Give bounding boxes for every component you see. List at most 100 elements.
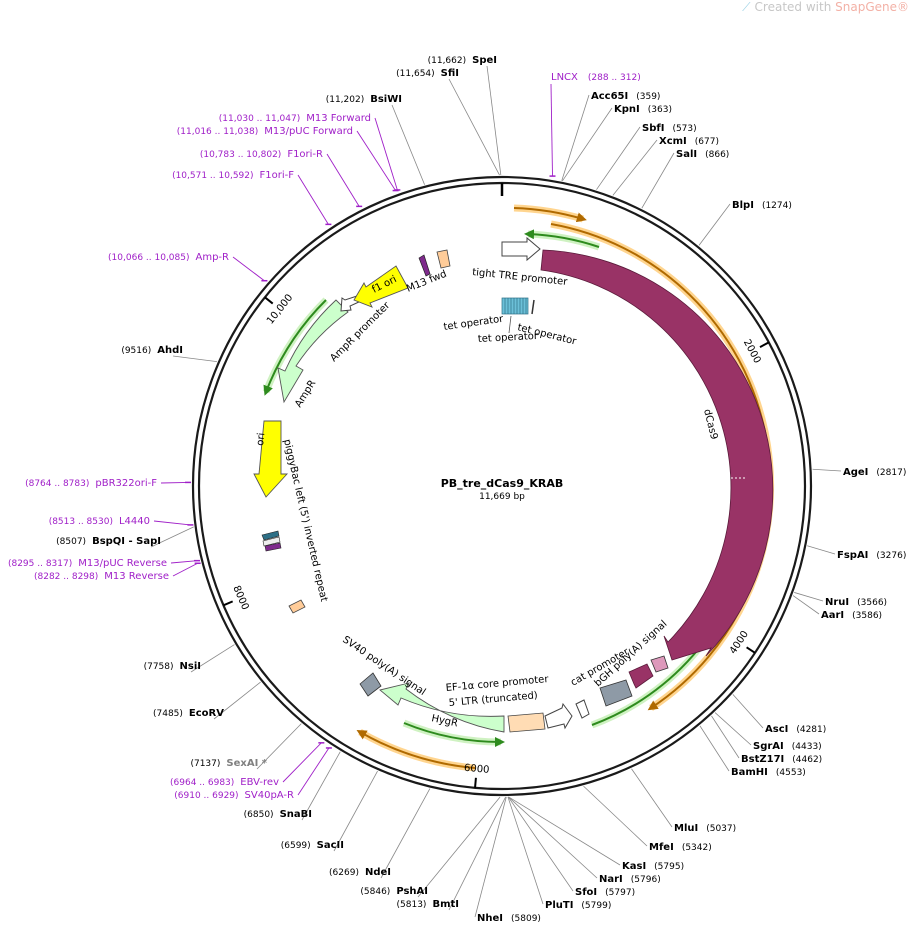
enzyme-site-pshai[interactable]: PshAI: [396, 886, 428, 897]
primer-f1ori-r[interactable]: F1ori-R: [287, 149, 323, 160]
ruler-tick: [264, 296, 274, 305]
primer-f1ori-f[interactable]: F1ori-F: [260, 170, 295, 181]
primer-leader: [160, 481, 189, 484]
enzyme-site-sgrai[interactable]: SgrAI: [753, 741, 784, 752]
enzyme-site-blpi[interactable]: BlpI: [732, 200, 754, 211]
primer-range: (6910 .. 6929): [174, 791, 238, 801]
enzyme-site-sfii[interactable]: SfiI: [441, 68, 459, 79]
enzyme-site-pluti[interactable]: PluTI: [545, 900, 573, 911]
enzyme-leader: [807, 545, 836, 555]
enzyme-leader: [448, 796, 506, 911]
piggybac-itr-feature[interactable]: [288, 599, 306, 614]
enzyme-site-sexai[interactable]: SexAI *: [226, 758, 267, 769]
enzyme-site-aari[interactable]: AarI: [821, 610, 844, 621]
enzyme-site-kasi[interactable]: KasI: [622, 861, 646, 872]
enzyme-site-mlui[interactable]: MluI: [674, 823, 698, 834]
enzyme-site-bsiwi[interactable]: BsiWI: [370, 94, 402, 105]
primer-leader: [356, 130, 396, 191]
ampr-feature[interactable]: [277, 299, 349, 404]
enzyme-leader: [172, 355, 218, 362]
primer-sv40pa-r[interactable]: SV40pA-R: [245, 790, 294, 801]
enzyme-site-sacii[interactable]: SacII: [317, 840, 344, 851]
small-left-features: [261, 530, 282, 552]
enzyme-leader: [417, 796, 501, 898]
primer-amp-r[interactable]: Amp-R: [196, 252, 230, 263]
enzyme-site-ecorv[interactable]: EcoRV: [189, 708, 224, 719]
enzyme-position: (2817): [876, 468, 906, 478]
enzyme-site-acc65i[interactable]: Acc65I: [591, 91, 628, 102]
enzyme-site-sbfi[interactable]: SbfI: [642, 123, 664, 134]
enzyme-site-nhei[interactable]: NheI: [477, 913, 503, 924]
enzyme-site-sfoi[interactable]: SfoI: [575, 887, 597, 898]
primer-m13-reverse[interactable]: M13 Reverse: [104, 571, 169, 582]
feature-label-ltr: 5' LTR (truncated): [448, 690, 538, 709]
primer-leader: [232, 256, 265, 282]
plasmid-name: PB_tre_dCas9_KRAB: [441, 477, 564, 490]
enzyme-site-bamhi[interactable]: BamHI: [731, 767, 768, 778]
enzyme-position: (5342): [682, 843, 712, 853]
primer-ebv-rev[interactable]: EBV-rev: [240, 777, 279, 788]
enzyme-position: (4553): [776, 768, 806, 778]
enzyme-site-ahdi[interactable]: AhdI: [157, 345, 183, 356]
primer-m13-puc-reverse[interactable]: M13/pUC Reverse: [78, 558, 167, 569]
primer-range: (6964 .. 6983): [170, 778, 234, 788]
enzyme-site-bspqi[interactable]: BspQI - SapI: [92, 536, 161, 547]
enzyme-site-bmti[interactable]: BmtI: [432, 899, 459, 910]
enzyme-site-bstz17i[interactable]: BstZ17I: [741, 754, 784, 765]
enzyme-position: (7485): [153, 709, 183, 719]
ruler-tick: [746, 646, 756, 654]
ruler-tick: [223, 600, 234, 607]
hygr-feature[interactable]: [379, 682, 505, 733]
primer-m13-forward[interactable]: M13 Forward: [306, 113, 371, 124]
enzyme-site-mfei[interactable]: MfeI: [649, 842, 674, 853]
m13-fwd-feature[interactable]: [418, 254, 431, 277]
watermark-reg: ®: [897, 0, 909, 14]
feature-label-tet-operator-1: tet operator: [443, 314, 505, 333]
ef1a-promoter-feature[interactable]: [544, 702, 573, 730]
bgh-polya-feature[interactable]: [599, 679, 633, 707]
enzyme-position: (11,662): [428, 56, 467, 66]
enzyme-site-nari[interactable]: NarI: [599, 874, 623, 885]
ruler-tick-label: 10,000: [265, 292, 295, 326]
tet-operator-feature[interactable]: [501, 297, 535, 334]
enzyme-position: (11,202): [326, 95, 365, 105]
enzyme-site-nsii[interactable]: NsiI: [180, 661, 201, 672]
enzyme-leader: [631, 768, 673, 828]
sv40-polya-feature[interactable]: [359, 672, 382, 697]
enzyme-site-xcmi[interactable]: XcmI: [659, 136, 687, 147]
primer-leader: [297, 174, 329, 225]
enzyme-site-snabi[interactable]: SnaBI: [280, 809, 312, 820]
feature-label-piggybac: piggyBac left (5') inverted repeat: [281, 438, 329, 603]
enzyme-site-fspai[interactable]: FspAI: [837, 550, 868, 561]
enzyme-position: (5037): [706, 824, 736, 834]
dcas9-feature[interactable]: [540, 249, 774, 661]
primer-range: (8295 .. 8317): [8, 559, 72, 569]
enzyme-site-kpni[interactable]: KpnI: [614, 104, 640, 115]
enzyme-position: (5809): [511, 914, 541, 924]
enzyme-site-nrui[interactable]: NruI: [825, 597, 849, 608]
enzyme-site-spei[interactable]: SpeI: [472, 55, 497, 66]
enzyme-site-ndei[interactable]: NdeI: [365, 867, 391, 878]
enzyme-position: (6269): [329, 868, 359, 878]
ltr-feature[interactable]: [507, 712, 546, 733]
ruler-tick-label: 2000: [741, 338, 763, 366]
primer-lncx[interactable]: LNCX: [551, 72, 578, 83]
primer-m13-puc-forward[interactable]: M13/pUC Forward: [264, 126, 353, 137]
enzyme-alias: - SapI: [125, 536, 161, 547]
primer-l4440[interactable]: L4440: [119, 516, 150, 527]
enzyme-site-agei[interactable]: AgeI: [843, 467, 868, 478]
ruler-tick: [474, 777, 477, 788]
enzyme-site-asci[interactable]: AscI: [765, 724, 788, 735]
small-orange-feature: [436, 249, 451, 269]
f1-ori-feature[interactable]: [353, 265, 409, 308]
primer-pbr322ori-f[interactable]: pBR322ori-F: [95, 478, 157, 489]
tight-tre-promoter-feature[interactable]: [501, 236, 541, 262]
ori-feature[interactable]: [253, 420, 289, 498]
cat-promoter-feature[interactable]: [575, 699, 590, 719]
ruler-tick-label: 8000: [230, 584, 250, 612]
enzyme-position: (3276): [876, 551, 906, 561]
enzyme-site-sali[interactable]: SalI: [676, 149, 697, 160]
enzyme-position: (677): [695, 137, 719, 147]
enzyme-leader: [792, 595, 820, 615]
